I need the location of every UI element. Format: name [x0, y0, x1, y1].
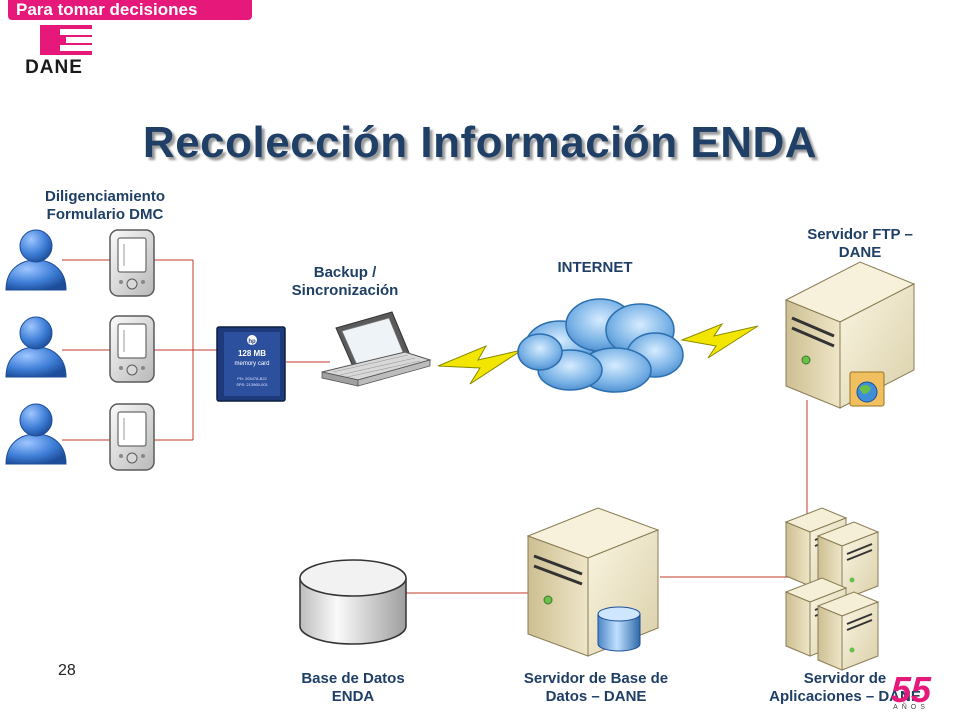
page-number: 28	[58, 662, 76, 679]
laptop-label-line1: Backup /	[313, 264, 377, 281]
database-cylinder-icon	[299, 559, 407, 645]
db-server-label-line1: Servidor de Base de	[523, 670, 669, 687]
forms-label-line1: Diligenciamiento	[44, 188, 166, 205]
internet-label: INTERNET	[557, 259, 633, 276]
database-label: Base de Datos ENDA	[270, 670, 436, 706]
memory-card-type: memory card	[234, 361, 269, 367]
pda-icon	[109, 403, 155, 471]
lightning-left-icon	[437, 344, 523, 385]
memory-card-fine-print-2: SPS: 213965-001	[236, 382, 268, 387]
db-server-label-line2: Datos – DANE	[545, 688, 647, 705]
anniversary-number: 55	[890, 669, 932, 710]
laptop-label: Backup / Sincronización	[270, 264, 420, 300]
database-label-line2: ENDA	[331, 688, 375, 705]
anniversary-badge: 55 AÑOS	[880, 670, 942, 716]
app-servers-label: Servidor de Aplicaciones – DANE	[750, 670, 940, 706]
lightning-right-icon	[680, 322, 759, 359]
connector-lines	[62, 259, 808, 594]
header-tagline-bar: Para tomar decisiones	[8, 0, 252, 20]
laptop-label-line2: Sincronización	[291, 282, 399, 299]
anniversary-word: AÑOS	[893, 704, 929, 711]
app-servers-label-line2: Aplicaciones – DANE	[769, 688, 921, 705]
forms-label-line2: Formulario DMC	[46, 206, 164, 223]
person-icon	[5, 316, 67, 378]
internet-cloud-icon	[517, 298, 684, 393]
pda-icon	[109, 229, 155, 297]
memory-card-fine-print-1: PN: 203478-B22	[237, 376, 267, 381]
dane-logo-text: DANE	[25, 57, 83, 78]
person-icon	[5, 403, 67, 465]
laptop-icon	[321, 311, 432, 387]
app-servers-cluster-icon	[785, 507, 879, 671]
database-label-line1: Base de Datos	[301, 670, 405, 687]
db-server-label: Servidor de Base de Datos – DANE	[496, 670, 696, 706]
memory-card-icon: hp 128 MB memory card PN: 203478-B22 SPS…	[216, 326, 286, 402]
memory-card-brand: hp	[248, 339, 256, 345]
person-icon	[5, 229, 67, 291]
ftp-server-label-line1: Servidor FTP –	[807, 226, 913, 243]
app-servers-label-line1: Servidor de	[803, 670, 887, 687]
ftp-server-label-line2: DANE	[838, 244, 882, 261]
pda-icon	[109, 315, 155, 383]
dane-logo-icon	[40, 25, 92, 55]
ftp-server-label: Servidor FTP – DANE	[770, 226, 950, 262]
forms-label: Diligenciamiento Formulario DMC	[20, 188, 190, 224]
db-server-icon	[526, 507, 660, 657]
ftp-server-icon	[784, 261, 916, 409]
slide-title: Recolección Información ENDA	[142, 118, 818, 167]
memory-card-capacity: 128 MB	[238, 349, 266, 358]
header-tagline: Para tomar decisiones	[16, 0, 198, 19]
